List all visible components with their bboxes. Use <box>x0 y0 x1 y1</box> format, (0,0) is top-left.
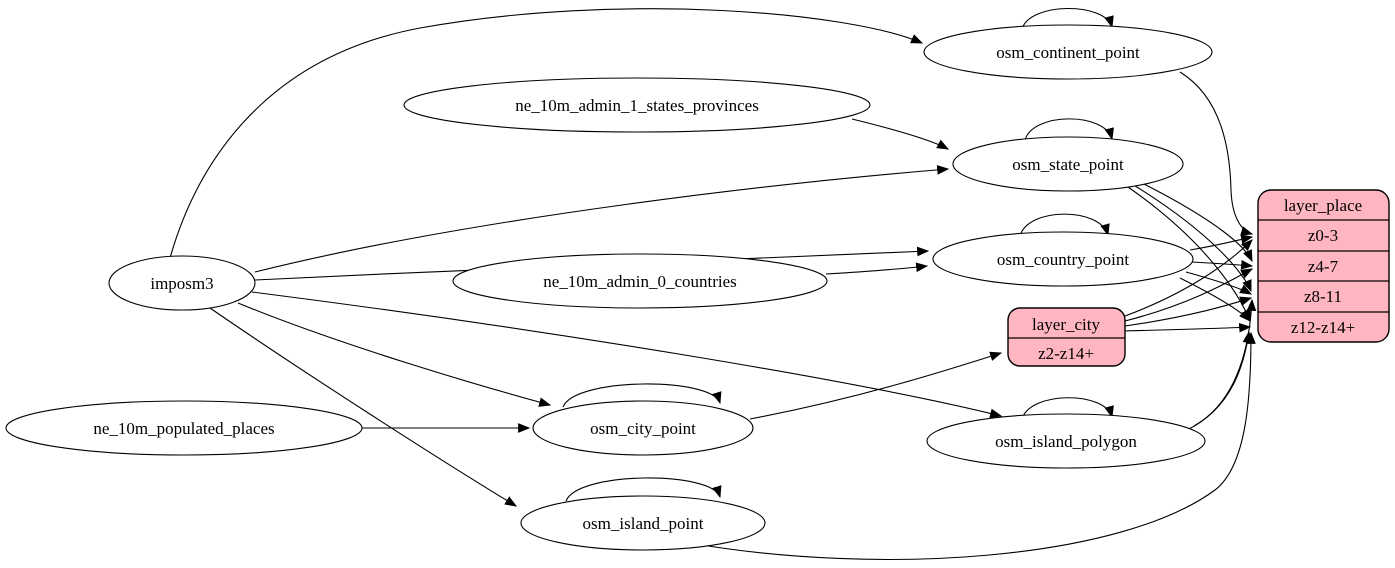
selfloop-osm_island_point <box>565 477 722 502</box>
edge-osm_country_point-to-layer_place-z0-3 <box>1189 234 1254 251</box>
node-layer_place-title: layer_place <box>1284 196 1362 215</box>
selfloop-osm_city_point <box>562 383 722 408</box>
node-layer_city: layer_city z2-z14+ <box>1007 307 1126 367</box>
node-ne_10m_admin_1_states_provinces: ne_10m_admin_1_states_provinces <box>403 77 871 133</box>
edge-osm_city_point-to-layer_city-z2-z14 <box>749 351 1003 420</box>
node-ne_10m_populated_places: ne_10m_populated_places <box>5 400 363 456</box>
node-osm_country_point-label: osm_country_point <box>997 250 1129 269</box>
node-osm_island_point-label: osm_island_point <box>583 514 704 533</box>
node-imposm3: imposm3 <box>108 255 256 311</box>
node-layer_place-row-z12-z14: z12-z14+ <box>1291 318 1355 337</box>
nodes: imposm3 ne_10m_admin_1_states_provinces … <box>5 24 1390 551</box>
node-ne_10m_admin_0_countries-label: ne_10m_admin_0_countries <box>543 272 737 291</box>
node-layer_city-title: layer_city <box>1032 315 1100 334</box>
selfloop-osm_continent_point <box>1021 7 1114 30</box>
node-imposm3-label: imposm3 <box>150 274 213 293</box>
edge-imposm3-to-osm_island_polygon <box>251 291 1003 419</box>
edge-osm_country_point-to-layer_place-z4-7 <box>1191 259 1254 270</box>
node-osm_island_polygon-label: osm_island_polygon <box>995 432 1137 451</box>
node-ne_10m_populated_places-label: ne_10m_populated_places <box>93 419 274 438</box>
edge-osm_island_polygon-to-layer_place-z12-z14 <box>1186 330 1253 431</box>
node-osm_city_point: osm_city_point <box>532 400 754 456</box>
node-osm_continent_point-label: osm_continent_point <box>996 43 1140 62</box>
edges <box>169 7 1257 561</box>
edge-layer_city-to-layer_place-z12-z14 <box>1124 322 1252 333</box>
edge-imposm3-to-osm_island_point <box>209 307 518 507</box>
node-ne_10m_admin_0_countries: ne_10m_admin_0_countries <box>452 253 828 309</box>
node-layer_place-row-z0-3: z0-3 <box>1308 226 1338 245</box>
edge-layer_city-to-layer_place-z8-11 <box>1124 296 1253 327</box>
edge-osm_state_point-to-layer_place-z4-7 <box>1135 179 1253 263</box>
edge-ne_10m_admin_1_states_provinces-to-osm_state_point <box>851 118 950 150</box>
node-osm_country_point: osm_country_point <box>932 231 1194 287</box>
edge-ne_10m_admin_0_countries-to-osm_country_point <box>825 262 929 275</box>
node-osm_city_point-label: osm_city_point <box>590 419 696 438</box>
edge-layer_city-to-layer_place-z4-7 <box>1124 268 1254 322</box>
node-osm_island_polygon: osm_island_polygon <box>926 413 1206 469</box>
edge-imposm3-to-osm_city_point <box>237 302 552 407</box>
selfloop-osm_state_point <box>1024 118 1114 141</box>
node-osm_island_point: osm_island_point <box>520 495 766 551</box>
edge-osm_island_point-to-layer_place-z12-z14 <box>689 331 1256 561</box>
node-osm_state_point-label: osm_state_point <box>1012 155 1124 174</box>
node-osm_state_point: osm_state_point <box>952 136 1184 192</box>
edge-osm_continent_point-to-layer_place-z0-3 <box>1179 71 1254 236</box>
node-layer_place-row-z8-11: z8-11 <box>1304 287 1342 306</box>
node-layer_place: layer_place z0-3 z4-7 z8-11 z12-z14+ <box>1257 189 1390 343</box>
edge-osm_country_point-to-layer_place-z12-z14 <box>1179 277 1251 322</box>
edge-imposm3-to-osm_state_point <box>254 165 950 273</box>
selfloop-osm_island_polygon <box>1021 397 1114 420</box>
edge-imposm3-to-osm_continent_point <box>169 8 924 259</box>
node-ne_10m_admin_1_states_provinces-label: ne_10m_admin_1_states_provinces <box>515 96 759 115</box>
edge-osm_island_polygon-to-layer_place-z8-11 <box>1193 298 1257 427</box>
edge-layer_city-to-layer_place-z0-3 <box>1124 239 1253 317</box>
node-layer_city-row-z2-z14: z2-z14+ <box>1038 344 1094 363</box>
node-osm_continent_point: osm_continent_point <box>923 24 1213 80</box>
edge-osm_country_point-to-layer_place-z8-11 <box>1185 271 1253 295</box>
node-layer_place-row-z4-7: z4-7 <box>1308 257 1339 276</box>
selfloop-osm_country_point <box>1019 213 1110 237</box>
